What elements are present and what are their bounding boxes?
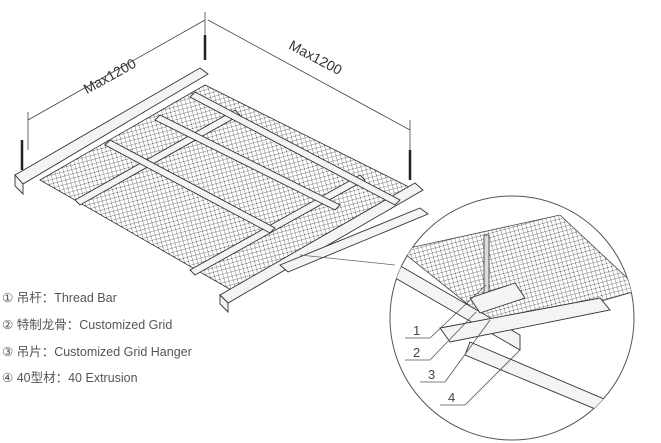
- callouts: [405, 284, 521, 406]
- legend-number: ②: [2, 318, 14, 332]
- legend-text: 吊杆：Thread Bar: [16, 291, 117, 305]
- legend-number: ④: [2, 371, 14, 385]
- dimension-left-label: Max1200: [81, 55, 139, 97]
- legend-item-grid-hanger: ③ 吊片：Customized Grid Hanger: [2, 341, 192, 360]
- legend-number: ③: [2, 345, 14, 359]
- legend-item-extrusion: ④ 40型材：40 Extrusion: [2, 367, 138, 386]
- callout-1: 1: [413, 323, 420, 338]
- grid-bars: [14, 67, 429, 314]
- callout-2: 2: [413, 345, 420, 360]
- legend-number: ①: [2, 291, 14, 305]
- legend-item-customized-grid: ② 特制龙骨：Customized Grid: [2, 314, 172, 333]
- callout-4: 4: [448, 390, 455, 405]
- legend-text: 吊片：Customized Grid Hanger: [16, 345, 192, 359]
- detail-circle: [299, 195, 635, 441]
- legend-text: 40型材：40 Extrusion: [16, 371, 138, 385]
- callout-3: 3: [428, 367, 435, 382]
- dimension-right-label: Max1200: [287, 37, 346, 78]
- legend-item-thread-bar: ① 吊杆：Thread Bar: [2, 287, 117, 306]
- legend-text: 特制龙骨：Customized Grid: [16, 318, 173, 332]
